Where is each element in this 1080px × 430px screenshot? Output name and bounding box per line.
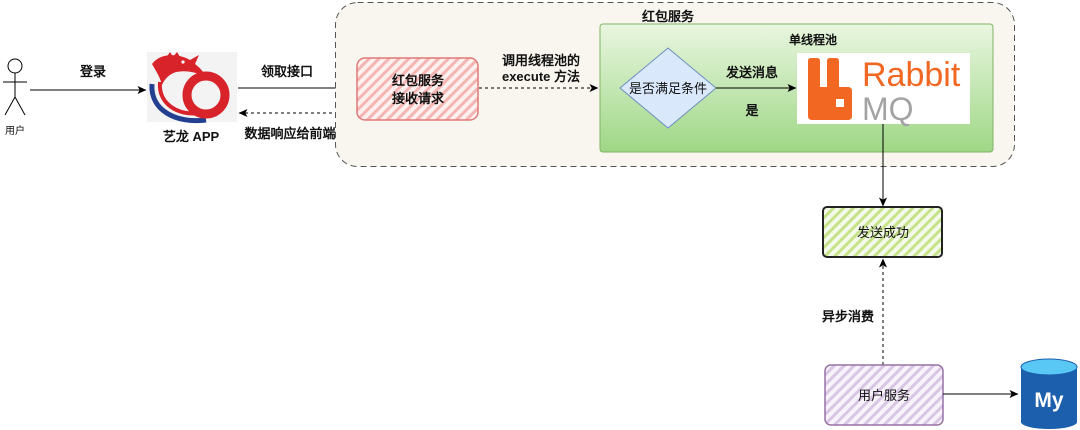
receive-request-line1: 红包服务 <box>392 73 445 88</box>
yes-label: 是 <box>744 103 759 118</box>
user-service-node: 用户服务 <box>824 364 944 426</box>
receive-request-line2: 接收请求 <box>392 91 445 106</box>
rabbitmq-word2: MQ <box>862 91 914 127</box>
user-stick-figure-icon <box>3 58 27 116</box>
condition-label: 是否满足条件 <box>629 81 707 96</box>
user-actor: 用户 <box>3 58 27 137</box>
app-label: 艺龙 APP <box>163 129 220 144</box>
send-success-node: 发送成功 <box>822 206 943 258</box>
claim-api-label: 领取接口 <box>261 64 313 79</box>
call-thread-pool-line1: 调用线程池的 <box>502 53 580 68</box>
rabbitmq-word1: Rabbit <box>862 56 961 94</box>
response-label: 数据响应给前端 <box>244 126 335 141</box>
rabbitmq-logo-icon <box>808 58 852 120</box>
single-thread-pool-title: 单线程池 <box>789 32 837 47</box>
call-thread-pool-line2: execute 方法 <box>502 69 580 84</box>
user-service-label: 用户服务 <box>858 388 910 403</box>
elong-logo-icon <box>147 52 237 124</box>
async-consume-label: 异步消费 <box>822 309 874 324</box>
elong-app: 艺龙 APP <box>147 52 237 144</box>
condition-decision: 是否满足条件 <box>619 47 717 129</box>
redpacket-service-title: 红包服务 <box>642 9 695 24</box>
login-label: 登录 <box>79 64 106 79</box>
mysql-logo-text: My <box>1034 389 1063 412</box>
user-label: 用户 <box>5 124 25 137</box>
send-message-label: 发送消息 <box>725 65 778 80</box>
mysql-database-icon: My <box>1020 358 1078 429</box>
rabbitmq-node: Rabbit MQ <box>797 53 970 127</box>
send-success-label: 发送成功 <box>857 225 909 240</box>
receive-request-node: 红包服务 接收请求 <box>356 57 479 121</box>
